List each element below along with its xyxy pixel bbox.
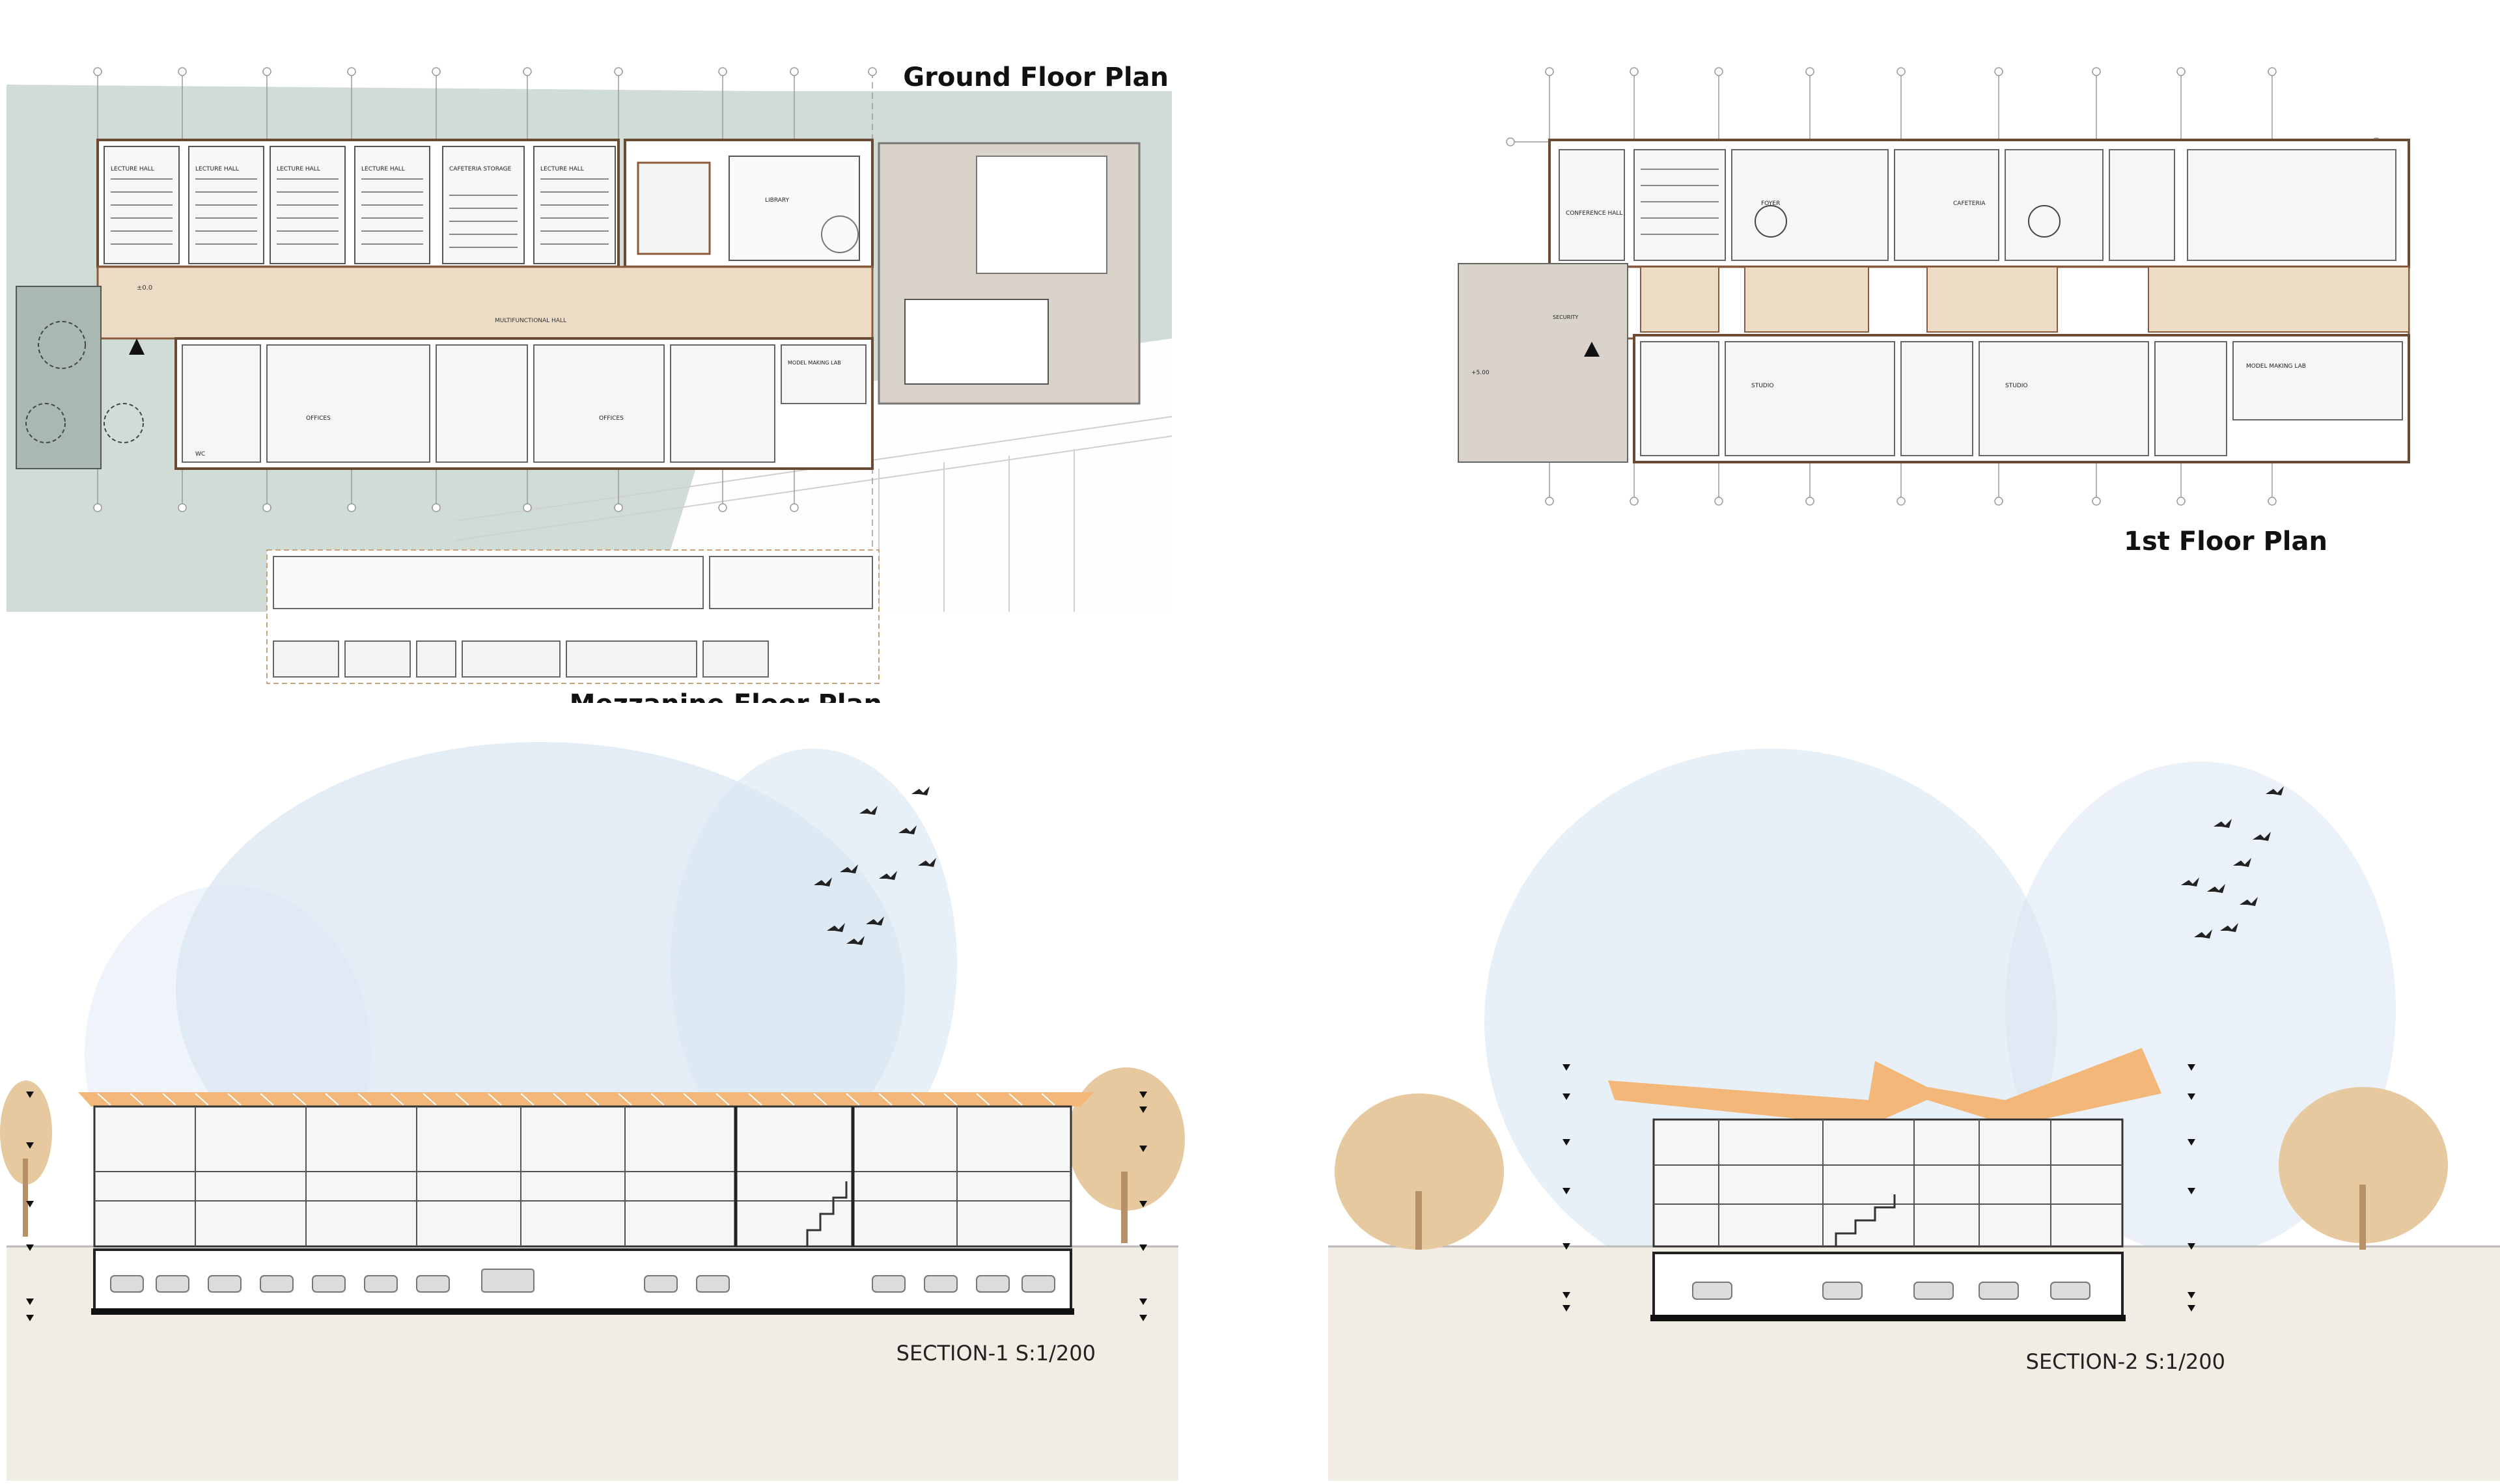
west-entry xyxy=(1458,263,1628,463)
entrance-arrow-icon xyxy=(1584,342,1600,357)
west-pavilion xyxy=(16,286,102,469)
room-label-offices-1: OFFICES xyxy=(306,415,331,422)
first-floor-plan: CONFERENCE HALL FOYER CAFETERIA SECURITY… xyxy=(1458,67,2410,556)
room-label-studio-2: STUDIO xyxy=(2005,383,2027,389)
room-label-studio-1: STUDIO xyxy=(1751,383,1773,389)
birds-icon xyxy=(814,786,936,945)
room-label-model-lab: MODEL MAKING LAB xyxy=(2246,363,2306,370)
roof-truss xyxy=(78,1092,1094,1106)
level-label-first: +5.00 xyxy=(1471,370,1490,376)
room-label-multipurpose: MULTIFUNCTIONAL HALL xyxy=(495,318,566,324)
birds-icon xyxy=(2181,786,2284,939)
room-label-security: SECURITY xyxy=(1553,314,1578,320)
tree-left xyxy=(1335,1093,1504,1250)
stair-section xyxy=(806,1181,848,1246)
first-floor-title: 1st Floor Plan xyxy=(2124,527,2327,556)
level-label-ground: ±0.0 xyxy=(137,284,152,292)
room-label-cafeteria: CAFETERIA STORAGE xyxy=(449,166,512,172)
ground-floor-title: Ground Floor Plan xyxy=(903,62,1169,92)
section-2-drawing: SECTION-2 S:1/200 xyxy=(1328,749,2500,1481)
room-label-conference: CONFERENCE HALL xyxy=(1566,210,1622,217)
basement-parking xyxy=(93,1248,1072,1313)
room-label-lecture-4: LECTURE HALL xyxy=(361,166,405,172)
section-2-label: SECTION-2 S:1/200 xyxy=(2026,1349,2225,1374)
room-label-lecture-3: LECTURE HALL xyxy=(277,166,320,172)
building-body xyxy=(1652,1118,2124,1248)
tree-left xyxy=(0,1080,52,1185)
room-label-lecture-5: LECTURE HALL xyxy=(540,166,584,172)
building-body xyxy=(93,1105,1072,1248)
section-1-label: SECTION-1 S:1/200 xyxy=(896,1341,1096,1366)
room-label-foyer: FOYER xyxy=(1761,200,1780,207)
room-label-library: LIBRARY xyxy=(765,197,790,204)
room-label-lecture-2: LECTURE HALL xyxy=(195,166,239,172)
section-1-drawing: SECTION-1 S:1/200 xyxy=(0,742,1185,1481)
stair-section xyxy=(1835,1194,1896,1246)
tree-right xyxy=(2279,1087,2448,1243)
tree-right xyxy=(1068,1067,1185,1211)
roof-truss-wave xyxy=(1608,1048,2161,1126)
entrance-arrow-icon xyxy=(129,338,145,355)
room-label-model-lab: MODEL MAKING LAB xyxy=(788,360,841,366)
room-label-offices-2: OFFICES xyxy=(599,415,624,422)
room-label-cafeteria: CAFETERIA xyxy=(1953,200,1986,207)
circulation-band xyxy=(96,266,874,340)
mezzanine-floor-title: Mezzanine Floor Plan xyxy=(570,689,882,703)
ground-floor-plan: LECTURE HALL LECTURE HALL LECTURE HALL L… xyxy=(7,62,1173,703)
room-label-wc: WC xyxy=(195,451,205,458)
room-label-lecture-1: LECTURE HALL xyxy=(111,166,154,172)
